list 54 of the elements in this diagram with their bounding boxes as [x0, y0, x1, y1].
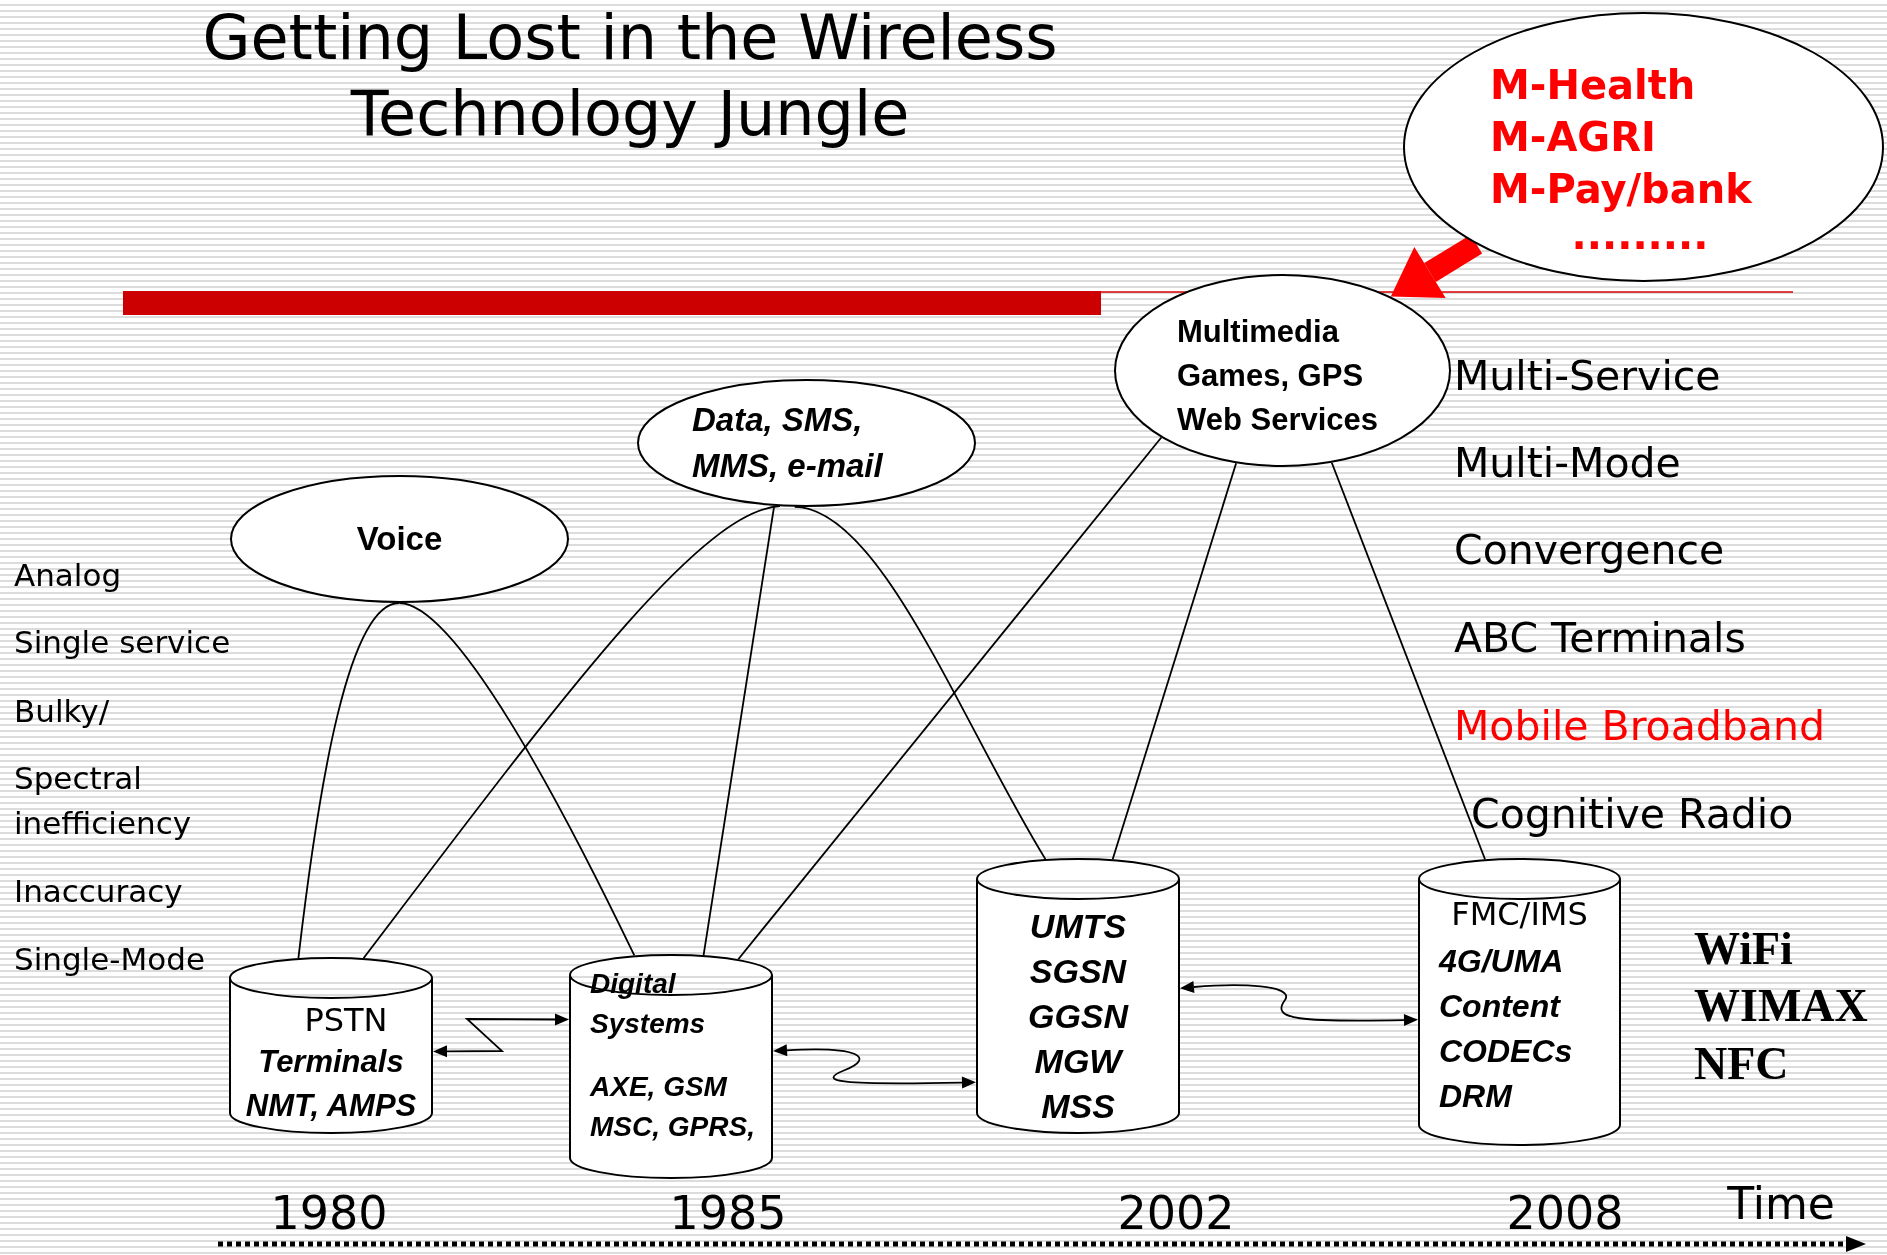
node-text: Multimedia Games, GPS Web Services	[1177, 313, 1380, 439]
year-label: 2008	[1506, 1190, 1624, 1236]
service-ellipse	[230, 475, 569, 603]
service-ellipse	[637, 379, 976, 507]
connector-line	[1330, 461, 1486, 861]
attribute-label: Spectral inefficiency	[14, 759, 193, 843]
node-text: Voice	[355, 519, 444, 559]
attribute-label: Bulky/	[14, 692, 110, 731]
node-text: M-Health	[1490, 61, 1697, 110]
attribute-label: Analog	[14, 556, 122, 595]
feature-label: Convergence	[1454, 525, 1725, 576]
node-text: M-Pay/bank	[1490, 165, 1754, 214]
connector-line	[737, 436, 1163, 961]
feature-label: ABC Terminals	[1454, 613, 1746, 664]
node-text: AXE, GSM MSC, GPRS,	[590, 1070, 756, 1144]
double-arrow	[1179, 981, 1418, 1027]
year-label: 1985	[669, 1190, 787, 1236]
feature-label: Multi-Mode	[1454, 438, 1681, 489]
node-text: M-AGRI	[1490, 113, 1657, 162]
title: Getting Lost in the Wireless Technology Jungle	[201, 0, 1059, 152]
network-cylinder	[569, 954, 773, 1180]
node-text: Terminals NMT, AMPS	[244, 1043, 418, 1125]
node-text: UMTS SGSN GGSN MGW MSS	[1026, 906, 1130, 1127]
connector-line	[297, 602, 401, 959]
network-cylinder	[976, 858, 1180, 1135]
network-cylinder	[1418, 858, 1621, 1147]
attribute-label: Single service	[14, 623, 231, 662]
connector-line	[362, 505, 781, 959]
attribute-label: Single-Mode	[14, 940, 205, 979]
callout-bubble	[1403, 12, 1884, 282]
node-text: Digital Systems	[590, 967, 707, 1041]
network-cylinder	[229, 957, 433, 1135]
node-text: PSTN	[303, 1000, 389, 1040]
year-label: 2002	[1117, 1190, 1235, 1236]
node-text: FMC/IMS	[1450, 894, 1589, 934]
node-text: Data, SMS, MMS, e-mail	[692, 400, 885, 486]
attribute-label: Inaccuracy	[14, 872, 183, 911]
node-text: 4G/UMA Content CODECs DRM	[1439, 942, 1574, 1116]
technology-label: WiFi	[1694, 922, 1793, 976]
technology-label: NFC	[1694, 1037, 1789, 1091]
double-arrow	[433, 1013, 569, 1058]
year-label: 1980	[270, 1190, 388, 1236]
feature-label: Mobile Broadband	[1454, 701, 1825, 752]
axis-title: Time	[1727, 1182, 1835, 1226]
connector-line	[398, 602, 636, 957]
node-text: .........	[1570, 215, 1710, 255]
feature-label: Multi-Service	[1454, 351, 1721, 402]
double-arrow	[773, 1044, 976, 1089]
connector-line	[702, 504, 776, 956]
connector-line	[1111, 462, 1237, 861]
connector-line	[793, 505, 1047, 860]
technology-label: WIMAX	[1694, 979, 1868, 1033]
service-ellipse	[1114, 274, 1451, 467]
feature-label: Cognitive Radio	[1471, 789, 1794, 840]
